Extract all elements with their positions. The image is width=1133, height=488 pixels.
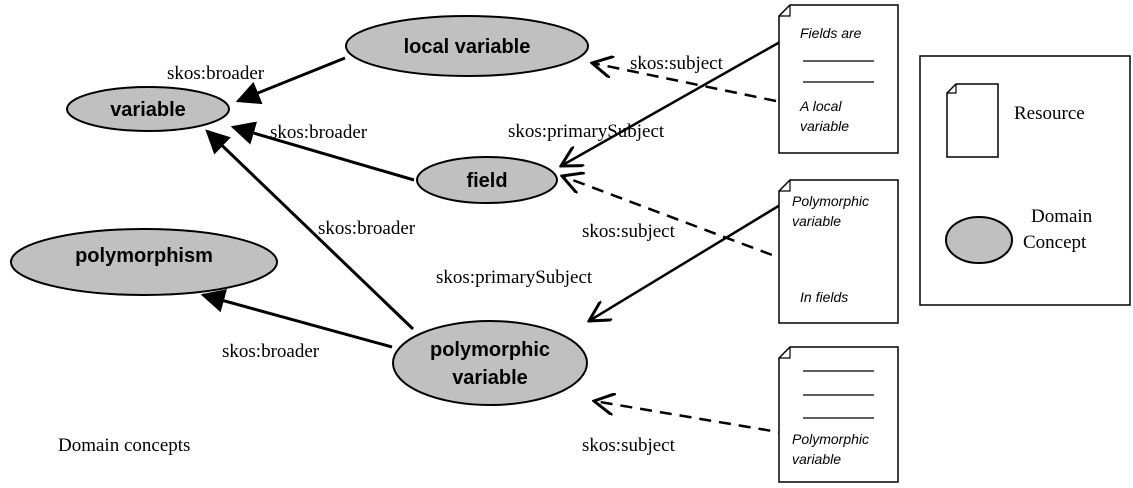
concept-label-variable: variable [110, 99, 186, 121]
label-subject-doc1: skos:subject [630, 53, 724, 74]
concept-label-polymorphism: polymorphism [75, 245, 213, 267]
resource-document-2: Polymorphic variable In fields [778, 179, 899, 324]
primary-arrow-doc2-to-poly [589, 197, 791, 321]
concept-variable: variable [66, 86, 230, 132]
label-broader-field: skos:broader [270, 122, 368, 143]
legend-domain-label-1: Domain [1031, 206, 1093, 227]
legend-resource-icon [946, 83, 999, 158]
broader-arrow-poly-to-polymorphism [200, 289, 393, 349]
label-broader-local: skos:broader [167, 63, 265, 84]
label-subject-doc3: skos:subject [582, 435, 676, 456]
legend-concept-icon [945, 216, 1013, 264]
doc2-text-bottom: In fields [800, 289, 848, 305]
label-subject-doc2: skos:subject [582, 221, 676, 242]
doc3-text-bottom-1: Polymorphic [792, 431, 869, 447]
concept-label-field: field [466, 170, 507, 192]
doc3-text-bottom-2: variable [792, 451, 841, 467]
primary-arrow-doc1-to-field [561, 23, 811, 166]
subject-arrow-doc1-to-local [592, 63, 777, 103]
doc1-text-top: Fields are [800, 25, 862, 41]
subject-arrow-doc3-to-poly [594, 401, 791, 436]
label-primary-doc1: skos:primarySubject [508, 121, 665, 142]
resource-document-1: Fields are A local variable [778, 4, 899, 154]
legend-resource-label: Resource [1014, 103, 1085, 124]
broader-arrow-local-to-variable [235, 56, 346, 105]
concept-polymorphic-variable: polymorphic variable [392, 320, 588, 406]
doc1-text-bottom-1: A local [799, 98, 842, 114]
broader-arrow-poly-to-variable [205, 129, 415, 331]
doc1-text-bottom-2: variable [800, 118, 849, 134]
label-primary-doc2: skos:primarySubject [436, 267, 593, 288]
label-broader-poly-variable: skos:broader [318, 218, 416, 239]
caption-domain-concepts: Domain concepts [58, 435, 190, 456]
doc2-text-top-2: variable [792, 213, 841, 229]
concept-local-variable: local variable [345, 15, 589, 77]
resource-document-3: Polymorphic variable [778, 346, 899, 483]
concept-label-variable-2: variable [452, 367, 528, 389]
label-broader-poly-polymorphism: skos:broader [222, 341, 320, 362]
concept-label-local-variable: local variable [404, 36, 531, 58]
broader-arrow-field-to-variable [230, 121, 415, 182]
concept-polymorphism: polymorphism [10, 228, 278, 296]
doc2-text-top-1: Polymorphic [792, 193, 869, 209]
concept-field: field [416, 156, 558, 204]
legend: Resource Domain Concept [919, 55, 1131, 306]
concept-label-polymorphic: polymorphic [430, 339, 550, 361]
legend-domain-label-2: Concept [1023, 232, 1087, 253]
